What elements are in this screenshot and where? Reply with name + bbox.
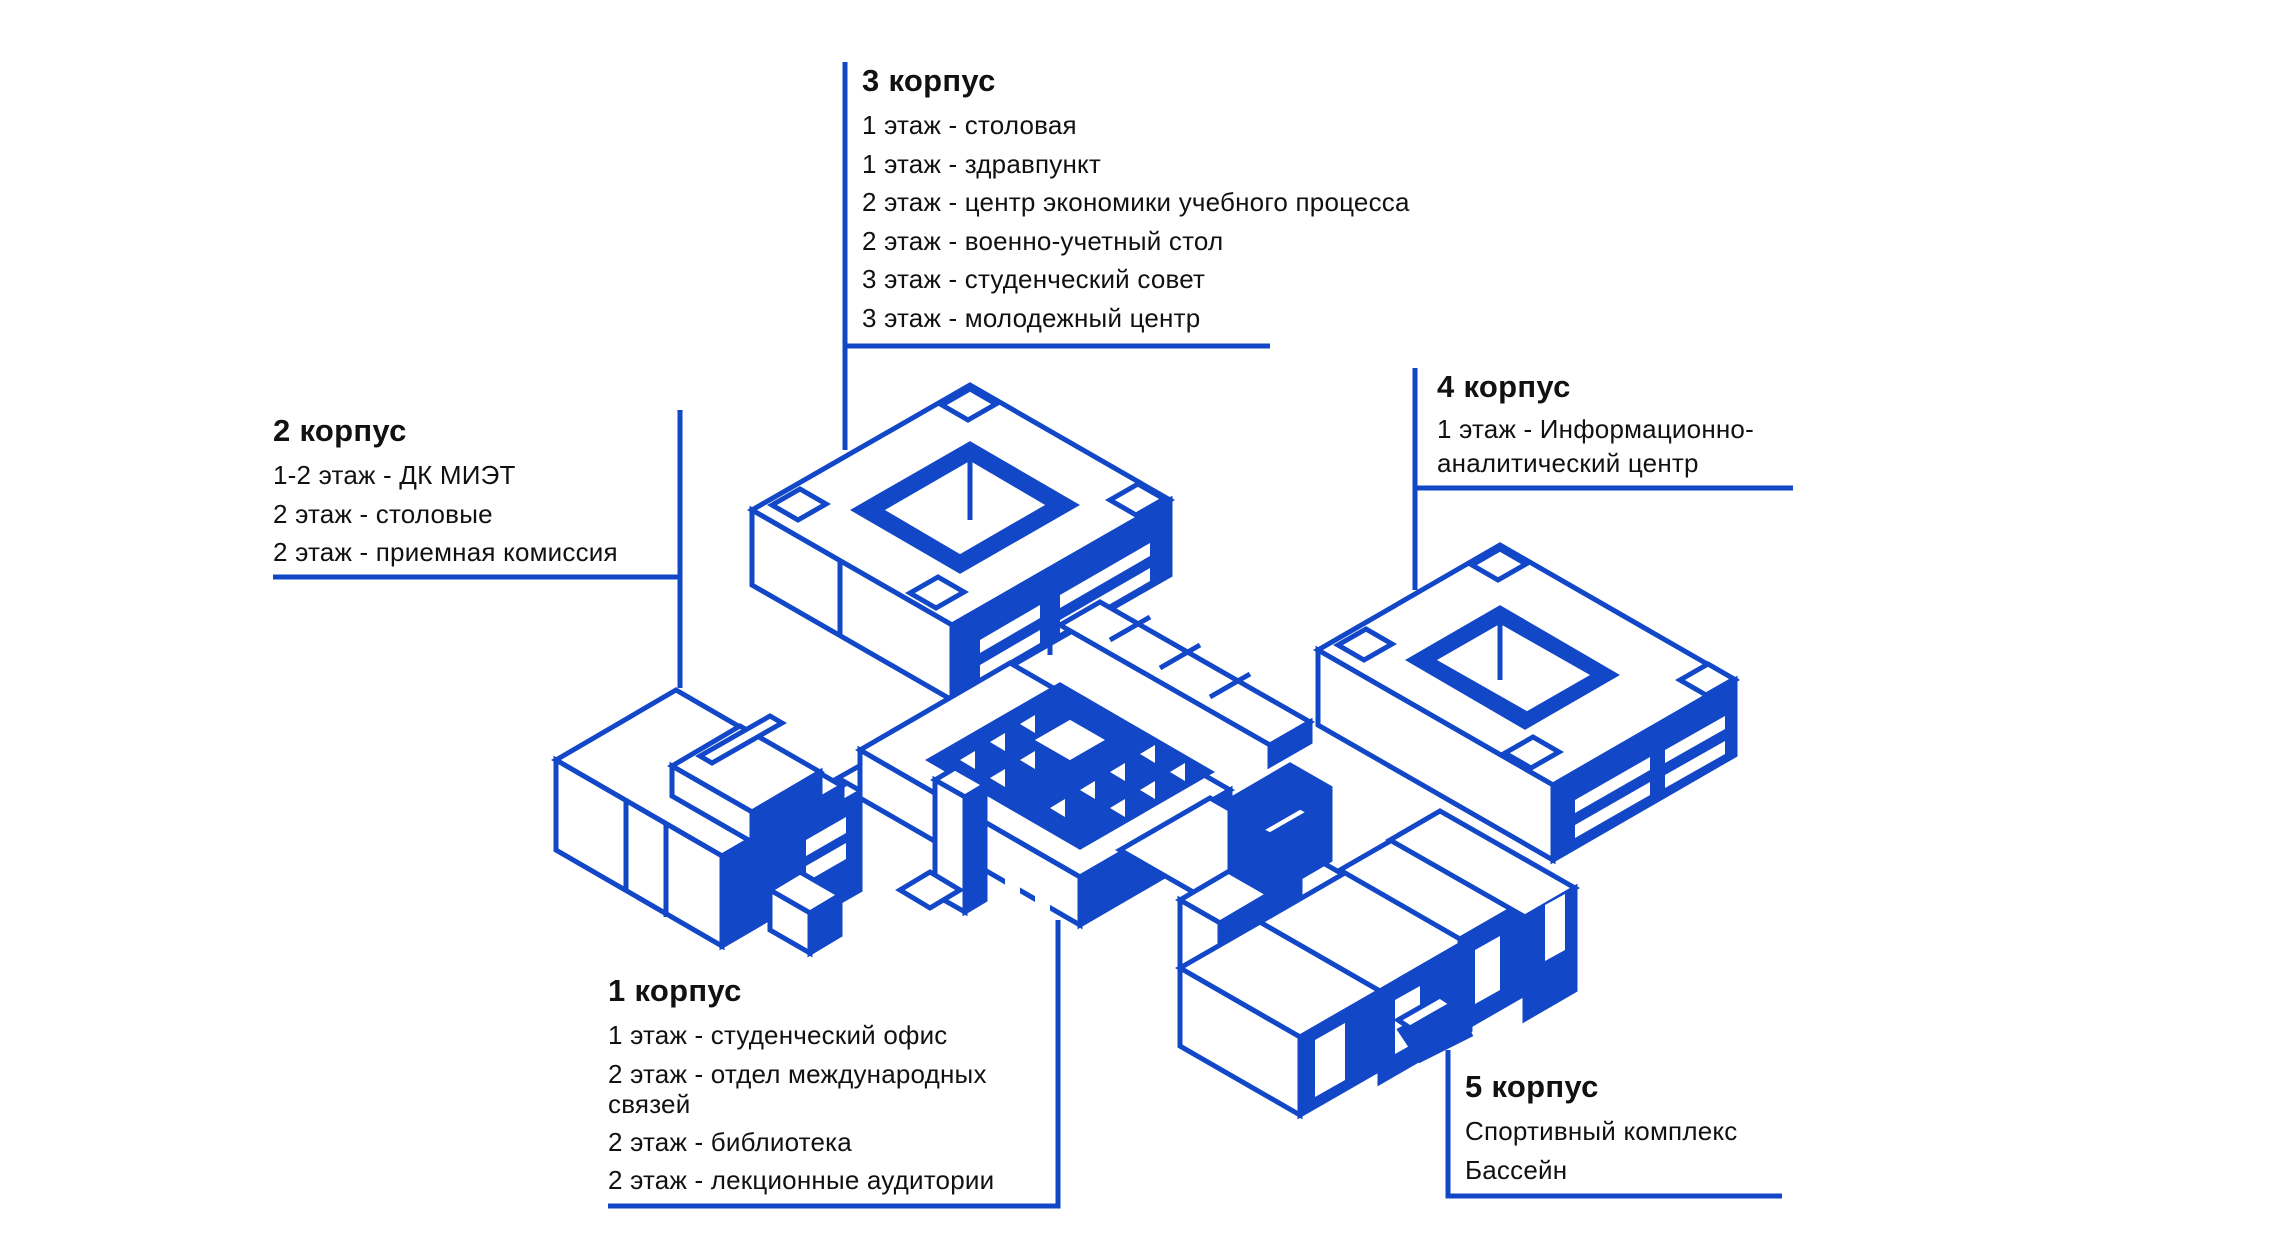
floor-item: 2 этаж - приемная комиссия xyxy=(273,537,618,567)
corridor xyxy=(1054,599,1316,770)
floor-item: 3 этаж - студенческий совет xyxy=(862,264,1206,294)
building-korpus-1 xyxy=(855,660,1235,930)
floor-item: 1 этаж - столовая xyxy=(862,110,1077,140)
leader-line-korpus-5 xyxy=(1445,1050,1782,1199)
floor-item: 2 этаж - военно-учетный стол xyxy=(862,225,1224,256)
building-title: 4 корпус xyxy=(1437,369,1571,404)
floor-item: Спортивный комплекс xyxy=(1465,1116,1738,1146)
building-korpus-2 xyxy=(551,687,906,958)
floor-item: 2 этаж - центр экономики учебного процес… xyxy=(862,187,1410,217)
floor-item: 2 этаж - отдел международных связей xyxy=(608,1058,987,1119)
building-korpus-5 xyxy=(1114,762,1581,1120)
floor-list: Спортивный комплекс Бассейн xyxy=(1465,1112,1737,1189)
label-korpus-3: 3 корпус 1 этаж - столовая 1 этаж - здра… xyxy=(862,62,1410,337)
floor-list: 1 этаж - студенческий офис 2 этаж - отде… xyxy=(608,1016,1048,1200)
building-korpus-4 xyxy=(1312,542,1741,865)
floor-item: 2 этаж - лекционные аудитории xyxy=(608,1165,995,1195)
floor-list: 1 этаж - столовая 1 этаж - здравпункт 2 … xyxy=(862,106,1410,337)
leader-line-korpus-1 xyxy=(608,920,1061,1209)
building-title: 2 корпус xyxy=(273,413,407,448)
floor-item: 1 этаж - Информационно-аналитический цен… xyxy=(1437,414,1754,478)
floor-item: 1 этаж - студенческий офис xyxy=(608,1020,948,1050)
floor-item: 2 этаж - библиотека xyxy=(608,1126,852,1157)
label-korpus-1: 1 корпус 1 этаж - студенческий офис 2 эт… xyxy=(608,972,1048,1200)
building-title: 1 корпус xyxy=(608,973,742,1008)
floor-item: 3 этаж - молодежный центр xyxy=(862,302,1201,333)
label-korpus-4: 4 корпус 1 этаж - Информационно-аналитич… xyxy=(1437,368,1787,480)
label-korpus-2: 2 корпус 1-2 этаж - ДК МИЭТ 2 этаж - сто… xyxy=(273,412,618,572)
floor-item: 1-2 этаж - ДК МИЭТ xyxy=(273,460,516,490)
floor-list: 1 этаж - Информационно-аналитический цен… xyxy=(1437,412,1787,480)
floor-list: 1-2 этаж - ДК МИЭТ 2 этаж - столовые 2 э… xyxy=(273,456,618,572)
floor-item: 2 этаж - столовые xyxy=(273,498,493,529)
leader-lines xyxy=(273,62,1793,1209)
floor-item: 1 этаж - здравпункт xyxy=(862,148,1102,179)
building-title: 5 корпус xyxy=(1465,1069,1599,1104)
label-korpus-5: 5 корпус Спортивный комплекс Бассейн xyxy=(1465,1068,1737,1189)
floor-item: Бассейн xyxy=(1465,1154,1568,1185)
building-title: 3 корпус xyxy=(862,63,996,98)
